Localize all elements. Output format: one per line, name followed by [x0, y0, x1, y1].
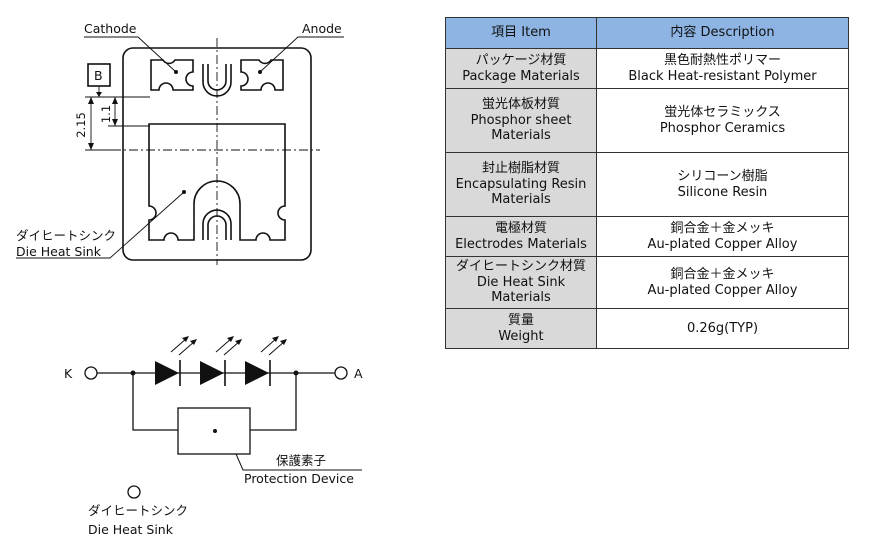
- item-line: Die Heat Sink: [476, 274, 566, 290]
- heat-sink-label-en: Die Heat Sink: [16, 244, 102, 259]
- item-line: Phosphor sheet: [470, 112, 572, 128]
- description-line: Black Heat-resistant Polymer: [628, 68, 817, 84]
- anode-label: Anode: [302, 21, 342, 36]
- heat-sink-terminal-label-en: Die Heat Sink: [88, 522, 174, 537]
- heat-sink-pad: [148, 123, 286, 241]
- heat-sink-terminal-label-jp: ダイヒートシンク: [88, 503, 188, 518]
- header-item: 項目 Item: [445, 17, 597, 49]
- description-line: 黒色耐熱性ポリマー: [663, 53, 781, 68]
- led-3: [245, 360, 271, 386]
- protection-device-box: [177, 407, 251, 455]
- header-description: 内容 Description: [596, 17, 849, 49]
- cathode-pad: [150, 59, 194, 91]
- description-line: 銅合金＋金メッキ: [670, 221, 775, 236]
- item-line: Package Materials: [462, 68, 580, 84]
- heat-sink-label-jp: ダイヒートシンク: [16, 228, 116, 243]
- terminal-k: [84, 366, 98, 380]
- item-line: Weight: [498, 328, 544, 344]
- item-line: 質量: [507, 313, 534, 328]
- datum-label: B: [94, 68, 103, 83]
- terminal-a: [334, 366, 348, 380]
- anode-pad: [240, 59, 284, 91]
- description-line: 銅合金＋金メッキ: [670, 267, 775, 282]
- description-line: シリコーン樹脂: [677, 169, 768, 184]
- protection-label-jp: 保護素子: [276, 453, 326, 468]
- cathode-label: Cathode: [84, 21, 137, 36]
- table-header-row: 項目 Item 内容 Description: [445, 17, 849, 49]
- a-label: A: [354, 366, 363, 381]
- item-line: 蛍光体板材質: [481, 97, 560, 113]
- item-line: Materials: [491, 290, 551, 306]
- description-line: Silicone Resin: [677, 184, 768, 200]
- item-line: Materials: [491, 192, 551, 208]
- dim-2-label: 2.15: [74, 112, 88, 138]
- description-line: Au-plated Copper Alloy: [647, 236, 798, 252]
- led-1: [155, 360, 181, 386]
- k-label: K: [64, 366, 73, 381]
- item-line: パッケージ材質: [475, 53, 567, 68]
- dim-1-label: 1.1: [99, 105, 113, 123]
- item-line: ダイヒートシンク材質: [455, 259, 586, 275]
- circuit-schematic: [84, 336, 362, 499]
- item-line: 電極材質: [494, 221, 547, 236]
- description-line: 蛍光体セラミックス: [664, 105, 781, 120]
- description-line: Au-plated Copper Alloy: [647, 282, 798, 298]
- item-line: Materials: [491, 128, 551, 144]
- led-2: [200, 360, 226, 386]
- description-line: 0.26g(TYP): [686, 320, 759, 336]
- item-line: Electrodes Materials: [455, 236, 587, 252]
- item-line: 封止樹脂材質: [481, 161, 560, 177]
- protection-label-en: Protection Device: [244, 471, 354, 486]
- heat-sink-terminal: [127, 485, 141, 499]
- description-line: Phosphor Ceramics: [659, 120, 786, 136]
- item-line: Encapsulating Resin: [455, 176, 587, 192]
